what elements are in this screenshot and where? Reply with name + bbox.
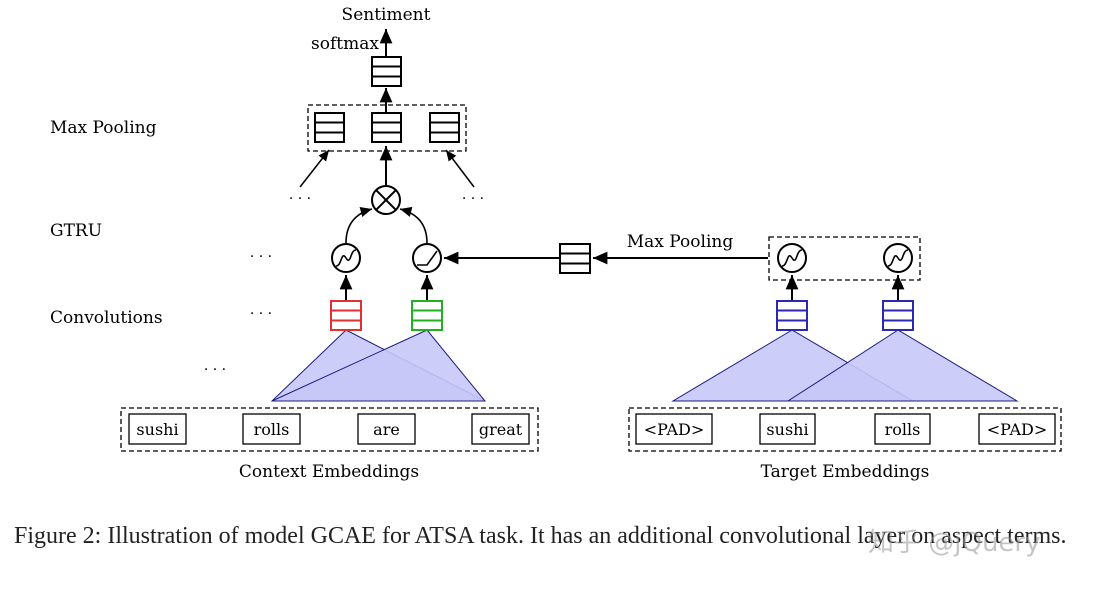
target-embeddings-group [628,407,1062,452]
context-token-2: rolls [242,413,301,445]
svg-text:<PAD>: <PAD> [987,420,1048,439]
context-token-1: sushi [128,413,187,445]
svg-text:great: great [479,420,523,439]
svg-text:rolls: rolls [885,420,921,439]
ellipsis-conv: · · · [250,306,272,322]
blue-conv-box-2 [882,300,914,331]
target-tanh-icon-2 [883,243,913,273]
multiply-node-icon [371,185,401,215]
pool-arrow-right [445,149,475,188]
context-receptive-fields [270,329,487,402]
convolutions-label: Convolutions [50,308,163,328]
pool-arrow-left [299,149,330,188]
ellipsis-pool-left: · · · [289,191,311,207]
blue-conv-box-1 [776,300,808,331]
red-conv-box [330,300,362,331]
target-token-4: <PAD> [978,413,1056,445]
tanh-gate-icon [331,243,361,273]
svg-text:sushi: sushi [136,420,178,439]
figure-caption: Figure 2: Illustration of model GCAE for… [14,523,1067,549]
target-gates-group [768,236,921,281]
ellipsis-gtru: · · · [250,249,272,265]
context-token-4: great [471,413,530,445]
target-receptive-fields [671,329,1019,402]
svg-text:rolls: rolls [254,420,290,439]
max-pooling-target-label: Max Pooling [627,232,734,252]
max-pooling-row-label: Max Pooling [50,118,157,138]
svg-text:<PAD>: <PAD> [644,420,705,439]
aspect-pooled-box [559,243,591,274]
softmax-box [371,56,402,87]
target-tanh-icon-1 [777,243,807,273]
gtru-label: GTRU [50,221,102,241]
ellipsis-pool-right: · · · [462,191,484,207]
target-token-2: sushi [759,413,816,445]
relu-to-multiply-arrow [399,206,428,244]
svg-text:sushi: sushi [766,420,808,439]
relu-gate-icon [412,243,442,273]
green-conv-box [411,300,443,331]
target-token-1: <PAD> [635,413,713,445]
pool-box-3 [429,112,460,143]
pool-box-1 [314,112,345,143]
ellipsis-embed: · · · [204,362,226,378]
tanh-to-multiply-arrow [345,207,373,244]
target-token-3: rolls [874,413,931,445]
pool-box-2 [371,112,402,143]
sentiment-label: Sentiment [342,5,431,25]
softmax-label: softmax [311,34,379,54]
target-embeddings-label: Target Embeddings [761,462,930,482]
context-token-3: are [357,413,416,445]
context-embeddings-label: Context Embeddings [239,462,419,482]
watermark: 知乎 @jQuery [868,528,1041,558]
svg-text:are: are [373,420,400,439]
context-embeddings-group [120,407,539,452]
